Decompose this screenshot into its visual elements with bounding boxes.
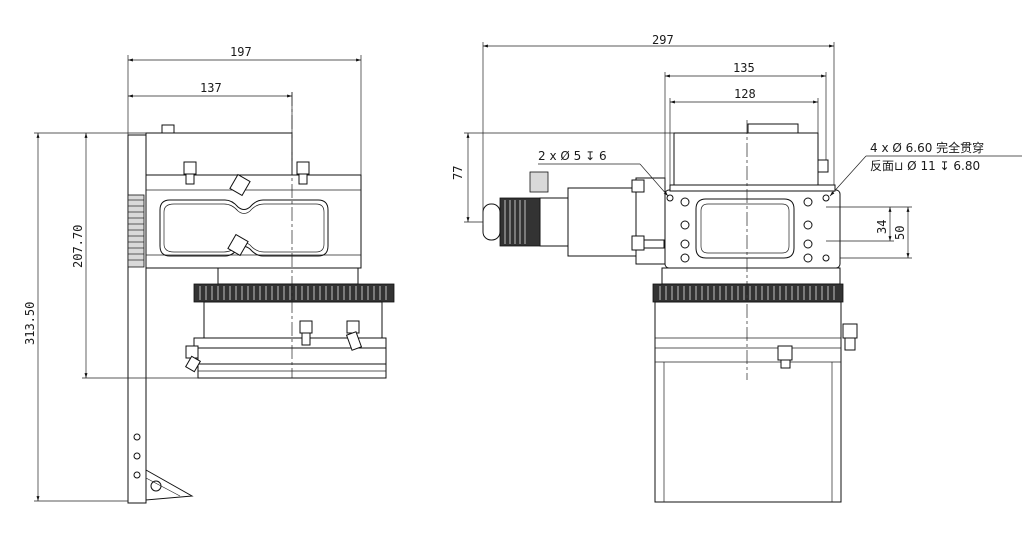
head-window [159, 199, 329, 257]
dim-128: 128 [734, 87, 756, 101]
fitting-icon [631, 179, 665, 251]
left-side-view: 197 137 313.50 207.70 [23, 45, 395, 504]
dim-313-50: 313.50 [23, 302, 37, 345]
bracket-hole [150, 480, 162, 492]
main-plate [664, 189, 841, 269]
right-gear-ring [652, 283, 844, 303]
bracket-hole [133, 471, 141, 479]
head-top-box [145, 132, 293, 176]
callout-holes-left: 2 x Ø 5 ↧ 6 [538, 149, 607, 163]
bracket-hole [133, 452, 141, 460]
fitting-icon [183, 161, 310, 257]
fitting-icon [777, 323, 858, 369]
dim-50: 50 [893, 226, 907, 240]
dim-77: 77 [451, 166, 465, 180]
left-collar [217, 267, 359, 285]
dim-135: 135 [733, 61, 755, 75]
plate-window [695, 198, 795, 259]
callout-holes-right-line1: 4 x Ø 6.60 完全贯穿 [870, 140, 984, 155]
dim-297: 297 [652, 33, 674, 47]
top-box [673, 132, 819, 191]
bracket-foot [145, 469, 194, 501]
bracket-knurl [127, 194, 145, 268]
mounting-bracket [127, 134, 147, 504]
bracket-hole [133, 433, 141, 441]
fitting-icon [184, 320, 363, 373]
lower-housing [654, 301, 842, 503]
callout-holes-right-line2: 反面⊔ Ø 11 ↧ 6.80 [870, 159, 980, 173]
dim-197: 197 [230, 45, 252, 59]
plate-hole [666, 194, 830, 263]
dim-207-70: 207.70 [71, 225, 85, 268]
source-block [567, 187, 637, 257]
dim-34: 34 [875, 220, 889, 234]
head-main-block [145, 174, 362, 269]
dim-137: 137 [200, 81, 222, 95]
right-front-view: 297 135 128 77 34 50 2 x Ø 5 ↧ 6 4 x Ø 6… [451, 33, 1022, 503]
